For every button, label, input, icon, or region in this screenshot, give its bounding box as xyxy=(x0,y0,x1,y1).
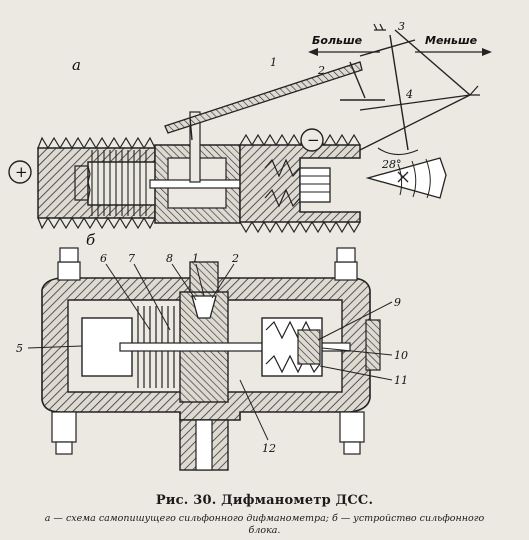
label-b11: 11 xyxy=(394,374,408,387)
label-b7: 7 xyxy=(128,252,135,265)
label-plus: + xyxy=(15,163,28,181)
label-part-b: б xyxy=(86,231,96,249)
label-b5: 5 xyxy=(16,342,23,355)
label-b6: 6 xyxy=(100,252,107,265)
label-n4: 4 xyxy=(405,88,413,101)
label-n2: 2 xyxy=(317,64,325,77)
label-part-a: а xyxy=(72,56,81,74)
diagram-a-schematic xyxy=(8,23,492,234)
label-b2: 2 xyxy=(231,252,239,265)
label-less: Меньше xyxy=(425,34,478,47)
caption-title: Рис. 30. Дифманометр ДСС. xyxy=(155,493,374,508)
diagram-b-bellows-block xyxy=(41,247,381,471)
label-n1: 1 xyxy=(270,56,277,69)
label-angle: 28° xyxy=(381,158,402,171)
label-n3: 3 xyxy=(398,20,405,33)
label-more: Больше xyxy=(312,34,363,47)
diagram-b-leader-lines xyxy=(27,263,393,441)
label-b10: 10 xyxy=(394,349,408,362)
label-b12: 12 xyxy=(262,442,276,455)
label-minus: − xyxy=(307,131,320,149)
label-b9: 9 xyxy=(394,296,401,309)
label-b1: 1 xyxy=(192,252,199,265)
label-b8: 8 xyxy=(166,252,173,265)
caption-description: а — схема самопишущего сильфонного дифма… xyxy=(44,513,485,536)
figure-caption: Рис. 30. Дифманометр ДСС. а — схема само… xyxy=(0,493,529,537)
